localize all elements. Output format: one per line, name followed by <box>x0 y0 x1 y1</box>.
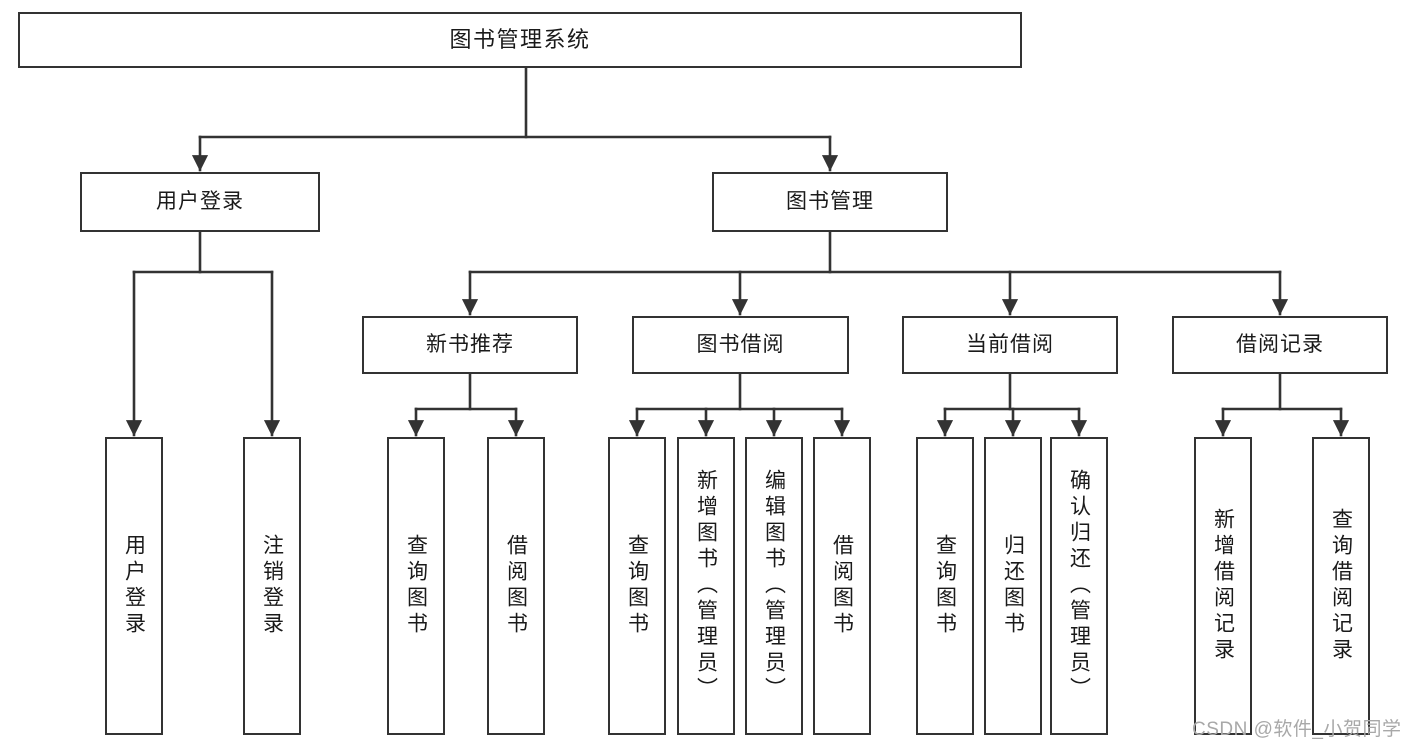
node-leaf-confirm-return-admin[interactable]: 确认归还（管理员） <box>1050 437 1108 735</box>
node-borrow-record-label: 借阅记录 <box>1236 333 1324 357</box>
node-leaf-query-book-borrow-label: 查询图书 <box>625 534 649 638</box>
node-leaf-borrow-book-label: 借阅图书 <box>830 534 854 638</box>
node-leaf-return-book[interactable]: 归还图书 <box>984 437 1042 735</box>
node-root-label: 图书管理系统 <box>449 26 591 52</box>
node-leaf-user-login[interactable]: 用户登录 <box>105 437 163 735</box>
node-leaf-add-borrow-record-label: 新增借阅记录 <box>1211 508 1235 664</box>
node-leaf-add-book-admin[interactable]: 新增图书（管理员） <box>677 437 735 735</box>
node-leaf-add-book-admin-label: 新增图书（管理员） <box>694 469 718 703</box>
node-leaf-borrow-book[interactable]: 借阅图书 <box>813 437 871 735</box>
node-leaf-query-borrow-record[interactable]: 查询借阅记录 <box>1312 437 1370 735</box>
node-current-borrow-label: 当前借阅 <box>966 333 1054 357</box>
node-leaf-edit-book-admin[interactable]: 编辑图书（管理员） <box>745 437 803 735</box>
csdn-watermark: CSDN @软件_小贺同学 <box>1192 714 1401 741</box>
node-leaf-add-borrow-record[interactable]: 新增借阅记录 <box>1194 437 1252 735</box>
node-leaf-borrow-book-new[interactable]: 借阅图书 <box>487 437 545 735</box>
node-leaf-return-book-label: 归还图书 <box>1001 534 1025 638</box>
node-leaf-query-book-borrow[interactable]: 查询图书 <box>608 437 666 735</box>
node-book-management[interactable]: 图书管理 <box>712 172 948 232</box>
node-book-management-label: 图书管理 <box>786 190 874 214</box>
node-current-borrow[interactable]: 当前借阅 <box>902 316 1118 374</box>
node-leaf-user-logout-label: 注销登录 <box>260 534 284 638</box>
node-borrow-record[interactable]: 借阅记录 <box>1172 316 1388 374</box>
node-leaf-user-login-label: 用户登录 <box>122 534 146 638</box>
node-leaf-query-book-current-label: 查询图书 <box>933 534 957 638</box>
csdn-watermark-text: CSDN @软件_小贺同学 <box>1192 719 1402 740</box>
node-user-login-label: 用户登录 <box>156 190 244 214</box>
node-leaf-query-borrow-record-label: 查询借阅记录 <box>1329 508 1353 664</box>
node-new-book-recommend-label: 新书推荐 <box>426 333 514 357</box>
node-root[interactable]: 图书管理系统 <box>18 12 1022 68</box>
node-new-book-recommend[interactable]: 新书推荐 <box>362 316 578 374</box>
node-leaf-borrow-book-new-label: 借阅图书 <box>504 534 528 638</box>
node-leaf-edit-book-admin-label: 编辑图书（管理员） <box>762 469 786 703</box>
node-leaf-query-book-new[interactable]: 查询图书 <box>387 437 445 735</box>
node-leaf-confirm-return-admin-label: 确认归还（管理员） <box>1067 469 1091 703</box>
node-leaf-query-book-new-label: 查询图书 <box>404 534 428 638</box>
node-user-login[interactable]: 用户登录 <box>80 172 320 232</box>
node-leaf-query-book-current[interactable]: 查询图书 <box>916 437 974 735</box>
node-book-borrow[interactable]: 图书借阅 <box>632 316 849 374</box>
node-book-borrow-label: 图书借阅 <box>696 333 785 357</box>
node-leaf-user-logout[interactable]: 注销登录 <box>243 437 301 735</box>
